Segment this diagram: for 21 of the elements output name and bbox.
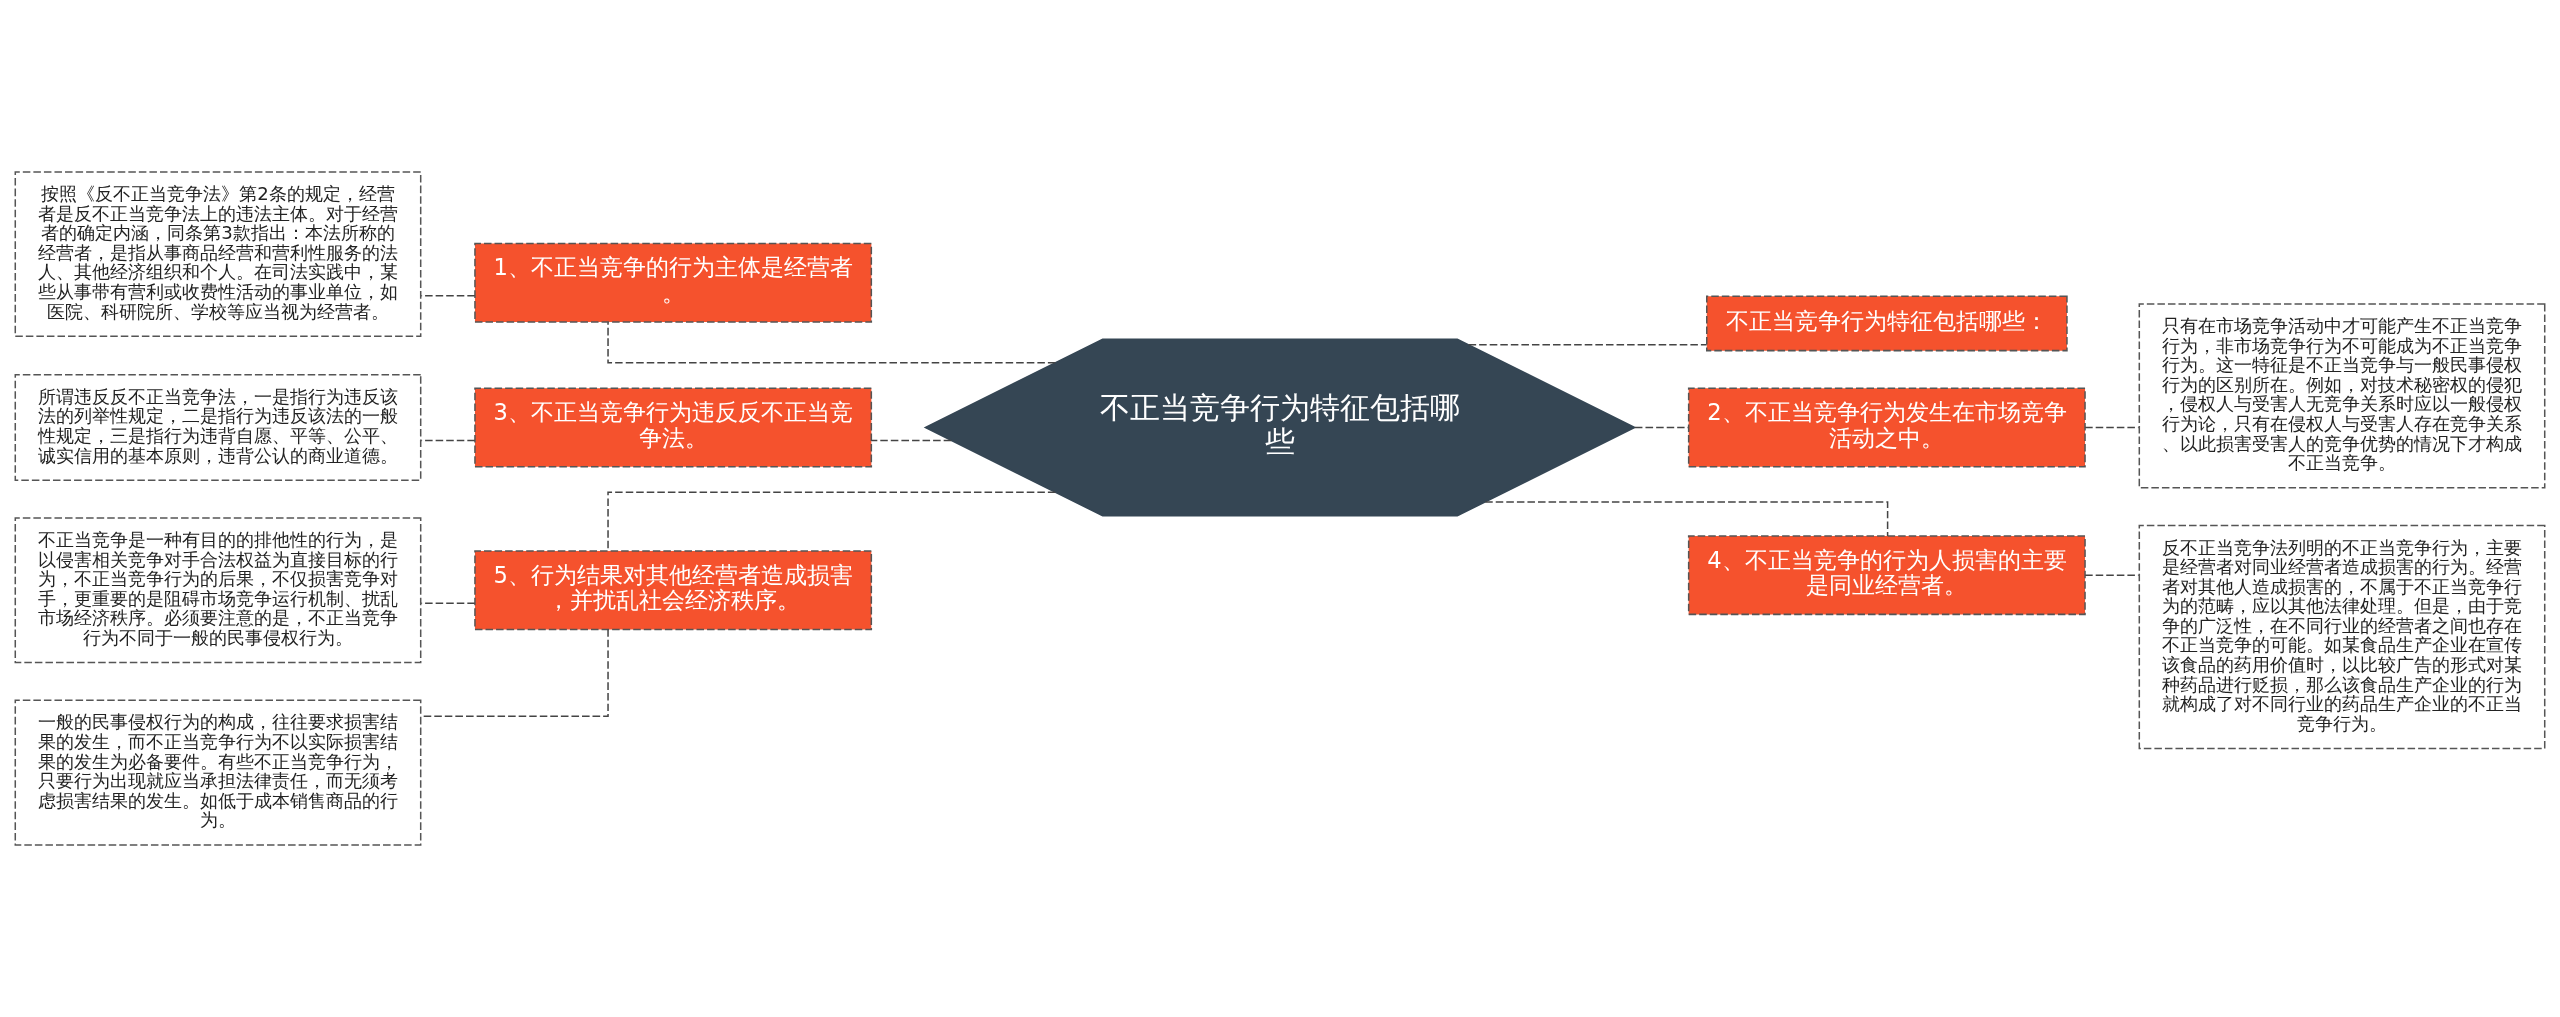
node-box: 不正当竞争行为特征包括哪些： [1706,295,2068,352]
node-box: 反不正当竞争法列明的不正当竞争行为，主要是经营者对同业经营者造成损害的行为。经营者对其他人造成损害的，不属于不正当竞争行为的范畴，应以其他法律处理。但是，由于竞争的广泛性，在不同行业的经营者之间也存在不正当竞争的可能。如某食品生产企业在宣传该食品的药用价值时，以比较广告的形式对某种药品进行贬损，那么该食品生产企业的行为就构成了对不同行业的药品生产企业的不正当竞争行为。 [2138,524,2546,750]
connector [420,602,476,605]
connector [607,321,1057,364]
connector [870,439,952,442]
node-box: 不正当竞争是一种有目的的排他性的行为，是以侵害相关竞争对手合法权益为直接目标的行为，不正当竞争行为的后果，不仅损害竞争对手，更重要的是阻碍市场竞争运行机制、扰乱市场经济秩序。必须要注意的是，不正当竞争行为不同于一般的民事侵权行为。 [14,517,422,664]
node-box: 所谓违反反不正当竞争法，一是指行为违反该法的列举性规定，二是指行为违反该法的一般性规定，三是指行为违背自愿、平等、公平、诚实信用的基本原则，违背公认的商业道德。 [14,374,422,481]
node-box: 5、行为结果对其他经营者造成损害，并扰乱社会经济秩序。 [474,550,873,631]
node-box: 一般的民事侵权行为的构成，往往要求损害结果的发生，而不正当竞争行为不以实际损害结果的发生为必备要件。有些不正当竞争行为，只要行为出现就应当承担法律责任，而无须考虑损害结果的发生。如低于成本销售商品的行为。 [14,699,422,846]
node-box: 3、不正当竞争行为违反反不正当竞争法。 [474,387,873,468]
connector [420,439,476,442]
connector [2084,574,2140,576]
node-box: 按照《反不正当竞争法》第2条的规定，经营者是反不正当竞争法上的违法主体。对于经营者的确定内涵，同条第3款指出：本法所称的经营者，是指从事商品经营和营利性服务的法人、其他经济组织和个人。在司法实践中，某些从事带有营利或收费性活动的事业单位，如医院、科研院所、学校等应当视为经营者。 [14,171,422,338]
connector [420,295,476,297]
connector [2084,426,2140,429]
node-box: 只有在市场竞争活动中才可能产生不正当竞争行为，非市场竞争行为不可能成为不正当竞争行为。这一特征是不正当竞争与一般民事侵权行为的区别所在。例如，对技术秘密权的侵犯，侵权人与受害人无竞争关系时应以一般侵权行为论，只有在侵权人与受害人存在竞争关系、以此损害受害人的竞争优势的情况下才构成不正当竞争。 [2138,303,2546,489]
node-box: 4、不正当竞争的行为人损害的主要是同业经营者。 [1687,535,2086,616]
node-box: 1、不正当竞争的行为主体是经营者。 [474,242,873,323]
connector [1484,501,1889,537]
node-box: 2、不正当竞争行为发生在市场竞争活动之中。 [1687,387,2086,468]
connector [1467,344,1708,346]
